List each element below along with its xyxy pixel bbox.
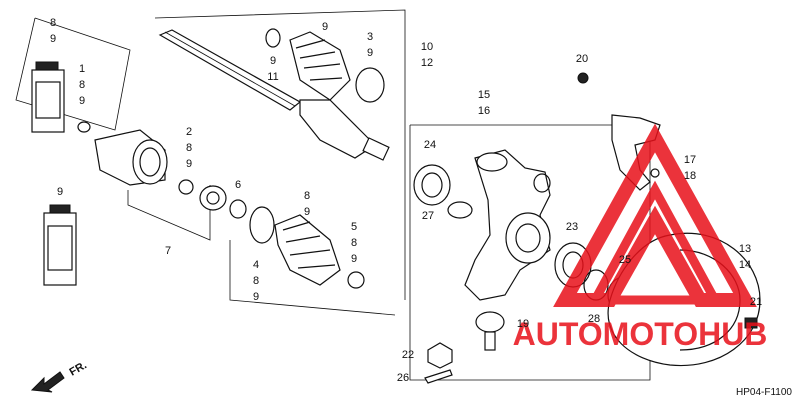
driveshaft-group-frame xyxy=(154,9,406,300)
label-9-top: 9 xyxy=(50,33,56,45)
watermark-text: AUTOMOTOHUB xyxy=(513,316,768,352)
label-14: 14 xyxy=(739,259,751,271)
oil-bottle-bottom xyxy=(43,204,77,286)
castle-nut-22 xyxy=(427,342,453,369)
boot-bottom xyxy=(249,206,365,289)
label-1: 1 xyxy=(79,63,85,75)
oil-group-frame xyxy=(15,17,131,131)
boot-band-3 xyxy=(355,67,385,103)
front-direction-arrow: FR. xyxy=(30,359,89,393)
o-ring-1 xyxy=(77,121,91,133)
knuckle-group-frame xyxy=(409,124,651,381)
label-4-9: 9 xyxy=(253,291,259,303)
watermark-logo: AUTOMOTOHUB xyxy=(513,123,768,352)
drive-shaft xyxy=(158,29,390,161)
label-26: 26 xyxy=(397,372,409,384)
ball-joint-19 xyxy=(475,311,505,351)
label-11: 11 xyxy=(267,71,278,83)
snap-ring-6 xyxy=(229,199,247,219)
label-28: 28 xyxy=(588,313,600,325)
label-19: 19 xyxy=(517,318,529,330)
label-5-8: 8 xyxy=(351,237,357,249)
label-1-8: 8 xyxy=(79,79,85,91)
cv-joint-housing xyxy=(94,129,168,186)
label-6: 6 xyxy=(235,179,241,191)
label-10: 10 xyxy=(421,41,433,53)
cotter-pin-26 xyxy=(424,369,453,384)
label-1-9: 9 xyxy=(79,95,85,107)
label-4-8: 8 xyxy=(253,275,259,287)
washer-27 xyxy=(447,201,473,219)
label-24: 24 xyxy=(424,139,436,151)
label-9-bottle: 9 xyxy=(57,186,63,198)
label-5: 5 xyxy=(351,221,357,233)
snap-ring-2 xyxy=(178,179,194,195)
label-21: 21 xyxy=(750,296,762,308)
label-2-9: 9 xyxy=(186,158,192,170)
label-9-boot-top: 9 xyxy=(322,21,328,33)
label-12: 12 xyxy=(421,57,433,69)
label-9-boot: 9 xyxy=(304,206,310,218)
oil-seal-24 xyxy=(413,164,451,206)
label-23: 23 xyxy=(566,221,578,233)
direction-label: FR. xyxy=(68,359,89,378)
steering-knuckle xyxy=(464,149,551,301)
label-8-top: 8 xyxy=(50,17,56,29)
label-2: 2 xyxy=(186,126,192,138)
bolt-20 xyxy=(577,72,589,84)
label-3-9: 9 xyxy=(367,47,373,59)
label-5-9: 9 xyxy=(351,253,357,265)
label-3: 3 xyxy=(367,31,373,43)
label-27: 27 xyxy=(422,210,434,222)
bolt-21 xyxy=(744,317,758,329)
diagram-code: HP04-F1100 xyxy=(736,387,792,398)
label-25: 25 xyxy=(619,254,631,266)
label-15: 15 xyxy=(478,89,490,101)
label-22: 22 xyxy=(402,349,414,361)
label-13: 13 xyxy=(739,243,751,255)
label-16: 16 xyxy=(478,105,490,117)
label-4: 4 xyxy=(253,259,259,271)
spider-bearing xyxy=(199,185,227,211)
boot-clamp-small xyxy=(265,28,281,48)
label-2-8: 8 xyxy=(186,142,192,154)
label-9-clamp: 9 xyxy=(270,55,276,67)
label-18: 18 xyxy=(684,170,696,182)
label-7: 7 xyxy=(165,245,171,257)
boot-top xyxy=(289,31,351,101)
joint-group-frame xyxy=(127,185,211,241)
label-17: 17 xyxy=(684,154,696,166)
label-20: 20 xyxy=(576,53,588,65)
label-8-boot: 8 xyxy=(304,190,310,202)
boot-group-frame xyxy=(229,240,396,316)
oil-bottle-top xyxy=(31,61,65,133)
